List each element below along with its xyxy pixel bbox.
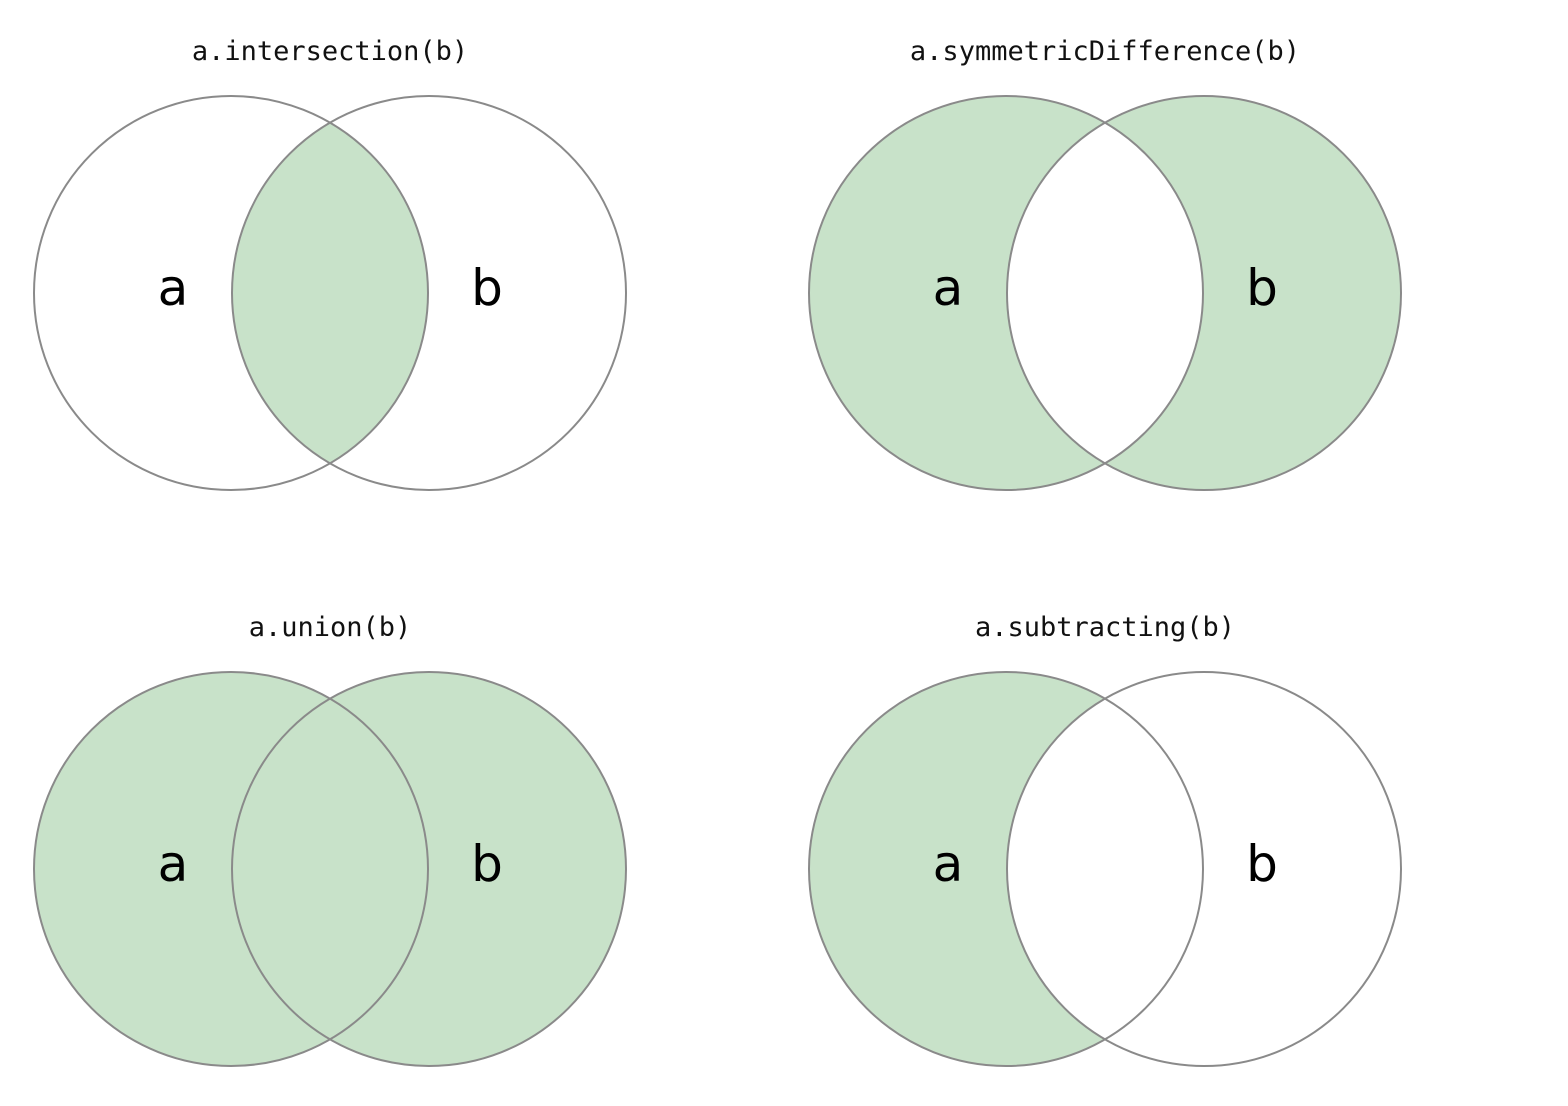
circle-b bbox=[1006, 95, 1402, 491]
region-a-only bbox=[809, 672, 1105, 1066]
circle-a bbox=[808, 95, 1204, 491]
diagram-title: a.subtracting(b) bbox=[975, 612, 1235, 643]
circle-b bbox=[1006, 671, 1402, 1067]
set-label-a: a bbox=[158, 835, 189, 893]
diagram-title: a.intersection(b) bbox=[192, 36, 468, 67]
venn-panel-symmetric-difference: a.symmetricDifference(b) a b bbox=[808, 36, 1402, 491]
region-overlap bbox=[1007, 698, 1203, 1040]
region-overlap bbox=[232, 698, 428, 1040]
set-label-b: b bbox=[471, 835, 503, 893]
region-b-only bbox=[330, 95, 627, 491]
set-label-a: a bbox=[158, 259, 189, 317]
region-overlap bbox=[232, 122, 428, 464]
region-a-only bbox=[809, 96, 1105, 491]
set-label-a: a bbox=[933, 835, 964, 893]
region-b-only bbox=[1105, 95, 1402, 491]
circle-a bbox=[33, 671, 429, 1067]
diagram-title: a.symmetricDifference(b) bbox=[910, 36, 1300, 67]
circle-b bbox=[231, 95, 627, 491]
circle-a bbox=[33, 95, 429, 491]
venn-panel-intersection: a.intersection(b) a b bbox=[33, 36, 627, 491]
region-a-only bbox=[33, 96, 330, 491]
set-label-b: b bbox=[471, 259, 503, 317]
venn-panel-union: a.union(b) a b bbox=[33, 612, 627, 1067]
venn-panel-subtracting: a.subtracting(b) a b bbox=[808, 612, 1402, 1067]
circle-b bbox=[231, 671, 627, 1067]
set-label-b: b bbox=[1246, 835, 1278, 893]
diagram-title: a.union(b) bbox=[249, 612, 412, 643]
region-overlap bbox=[1007, 122, 1203, 464]
circle-a bbox=[808, 671, 1204, 1067]
set-label-a: a bbox=[933, 259, 964, 317]
region-a-only bbox=[33, 672, 330, 1066]
set-label-b: b bbox=[1246, 259, 1278, 317]
region-b-only bbox=[330, 672, 627, 1066]
region-b-only bbox=[1105, 672, 1402, 1066]
